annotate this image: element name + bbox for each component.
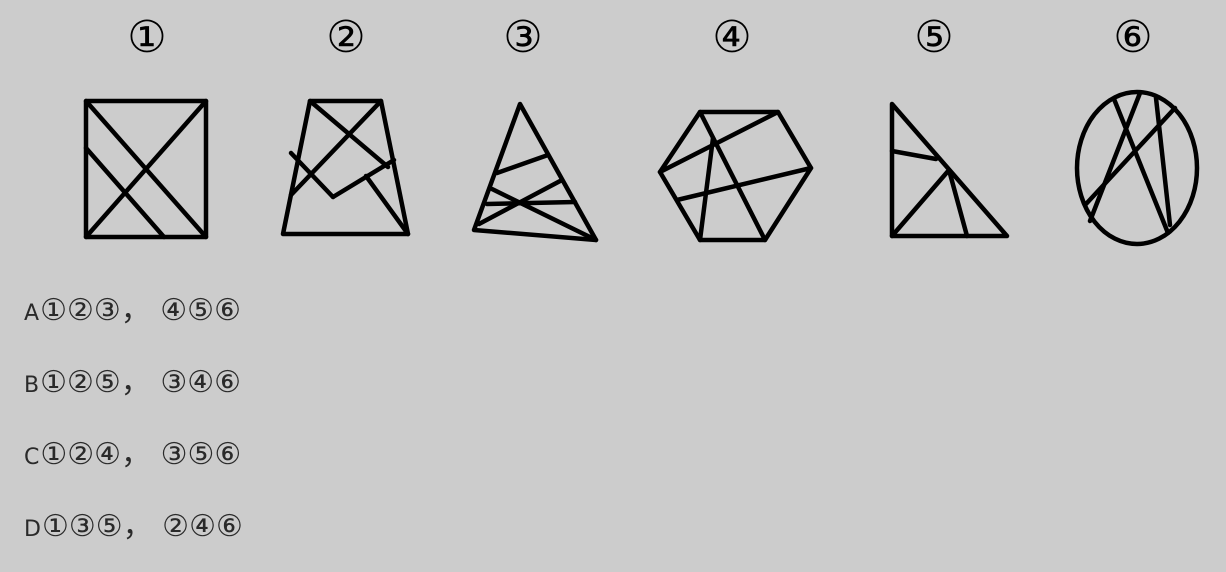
- figure-label-5: ⑤: [914, 12, 954, 63]
- figure-label-3: ③: [503, 12, 543, 63]
- option-b-letter: B: [24, 373, 40, 398]
- figure-6-ellipse: [1074, 89, 1200, 247]
- figure-4-hexagon: [657, 109, 814, 243]
- figure-label-2: ②: [326, 12, 366, 63]
- figure-label-1: ①: [127, 12, 167, 63]
- figure-3-triangle: [471, 101, 599, 243]
- option-b-text: ①②⑤， ③④⑥: [40, 365, 241, 400]
- option-d-text: ①③⑤， ②④⑥: [41, 509, 243, 544]
- figure-label-6: ⑥: [1113, 12, 1153, 63]
- option-c-letter: C: [24, 445, 40, 470]
- figure-label-4: ④: [712, 12, 752, 63]
- option-c-text: ①②④， ③⑤⑥: [40, 437, 242, 472]
- figure-shapes: [83, 89, 1200, 247]
- figure-1-square: [83, 98, 209, 240]
- option-d[interactable]: D①③⑤， ②④⑥: [24, 500, 243, 572]
- figure-panel: ① ② ③ ④ ⑤ ⑥: [24, 12, 1200, 544]
- answer-options: A①②③， ④⑤⑥ B①②⑤， ③④⑥ C①②④， ③⑤⑥ D①③⑤， ②④⑥: [24, 284, 243, 572]
- option-a-text: ①②③， ④⑤⑥: [40, 293, 241, 328]
- option-a-letter: A: [24, 301, 40, 326]
- option-b[interactable]: B①②⑤， ③④⑥: [24, 356, 243, 428]
- option-c[interactable]: C①②④， ③⑤⑥: [24, 428, 243, 500]
- option-a[interactable]: A①②③， ④⑤⑥: [24, 284, 243, 356]
- figure-5-right-triangle: [889, 101, 1010, 239]
- figure-2-trapezoid: [280, 98, 411, 237]
- option-d-letter: D: [24, 517, 41, 542]
